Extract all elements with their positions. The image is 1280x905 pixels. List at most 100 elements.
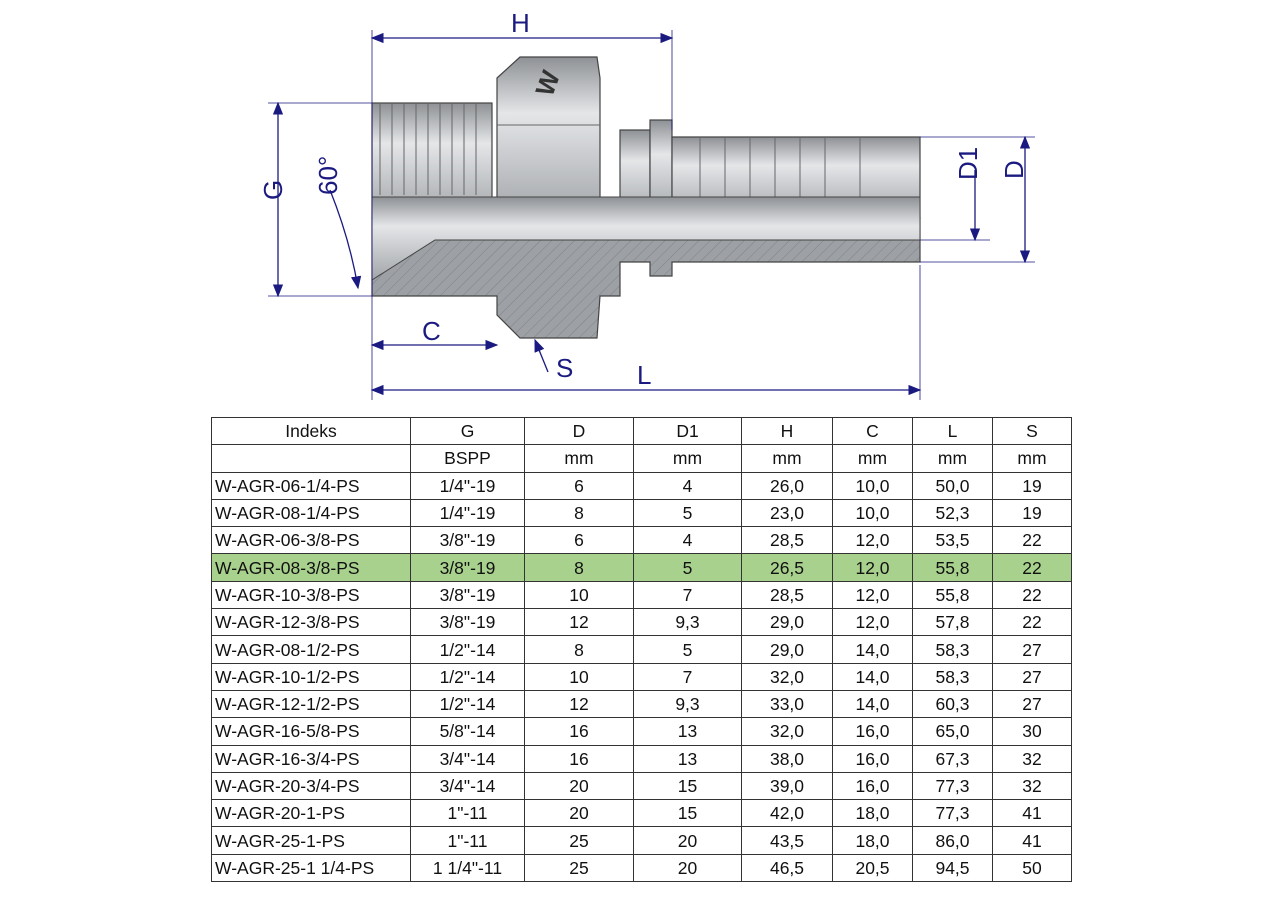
header-cell: H	[741, 416, 833, 446]
unit-cell: mm	[912, 444, 993, 473]
value-cell: 30	[992, 717, 1072, 746]
value-cell: 1/4"-19	[410, 498, 525, 528]
value-cell: 55,8	[912, 553, 993, 582]
value-cell: 77,3	[912, 799, 993, 828]
value-cell: 43,5	[741, 826, 833, 855]
value-cell: 86,0	[912, 826, 993, 855]
value-cell: 12,0	[832, 553, 913, 582]
value-cell: 19	[992, 471, 1072, 500]
value-cell: 3/8"-19	[410, 608, 525, 637]
value-cell: 22	[992, 608, 1072, 637]
unit-cell: mm	[524, 444, 634, 473]
header-cell: S	[992, 416, 1072, 446]
value-cell: 39,0	[741, 771, 833, 801]
value-cell: 38,0	[741, 744, 833, 773]
value-cell: 22	[992, 553, 1072, 582]
value-cell: 18,0	[832, 826, 913, 855]
value-cell: 12	[524, 608, 634, 637]
value-cell: 6	[524, 471, 634, 500]
index-cell: W-AGR-10-1/2-PS	[211, 662, 411, 691]
value-cell: 32,0	[741, 662, 833, 691]
value-cell: 27	[992, 662, 1072, 691]
value-cell: 33,0	[741, 689, 833, 719]
unit-cell: mm	[832, 444, 913, 473]
units-row: BSPP mm mm mm mm mm mm	[211, 444, 1072, 473]
value-cell: 3/8"-19	[410, 580, 525, 610]
value-cell: 5	[633, 553, 742, 582]
unit-cell: mm	[992, 444, 1072, 473]
value-cell: 1/4"-19	[410, 471, 525, 500]
label-D1: D1	[953, 147, 983, 180]
index-cell: W-AGR-16-3/4-PS	[211, 744, 411, 773]
value-cell: 16	[524, 717, 634, 746]
index-cell: W-AGR-20-3/4-PS	[211, 771, 411, 801]
header-cell: C	[832, 416, 913, 446]
value-cell: 22	[992, 580, 1072, 610]
index-cell: W-AGR-16-5/8-PS	[211, 717, 411, 746]
index-cell: W-AGR-12-1/2-PS	[211, 689, 411, 719]
value-cell: 46,5	[741, 853, 833, 883]
fitting-body-section	[371, 217, 921, 339]
header-row: Indeks G D D1 H C L S	[211, 416, 1072, 446]
value-cell: 50,0	[912, 471, 993, 500]
value-cell: 1"-11	[410, 799, 525, 828]
index-cell: W-AGR-20-1-PS	[211, 799, 411, 828]
label-C: C	[422, 316, 441, 346]
value-cell: 16,0	[832, 744, 913, 773]
value-cell: 58,3	[912, 662, 993, 691]
value-cell: 1/2"-14	[410, 662, 525, 691]
value-cell: 1 1/4"-11	[410, 853, 525, 883]
value-cell: 20,5	[832, 853, 913, 883]
index-cell: W-AGR-25-1-PS	[211, 826, 411, 855]
value-cell: 41	[992, 799, 1072, 828]
value-cell: 9,3	[633, 689, 742, 719]
header-cell: D	[524, 416, 634, 446]
value-cell: 27	[992, 689, 1072, 719]
label-H: H	[511, 8, 530, 38]
unit-cell: mm	[633, 444, 742, 473]
value-cell: 94,5	[912, 853, 993, 883]
label-L: L	[637, 360, 651, 390]
value-cell: 32	[992, 744, 1072, 773]
index-cell: W-AGR-10-3/8-PS	[211, 580, 411, 610]
value-cell: 14,0	[832, 662, 913, 691]
index-cell: W-AGR-08-1/2-PS	[211, 635, 411, 664]
value-cell: 1/2"-14	[410, 635, 525, 664]
value-cell: 4	[633, 471, 742, 500]
unit-cell: mm	[741, 444, 833, 473]
value-cell: 52,3	[912, 498, 993, 528]
value-cell: 12	[524, 689, 634, 719]
value-cell: 16,0	[832, 717, 913, 746]
value-cell: 7	[633, 662, 742, 691]
value-cell: 8	[524, 553, 634, 582]
value-cell: 3/4"-14	[410, 771, 525, 801]
index-cell: W-AGR-06-3/8-PS	[211, 526, 411, 555]
value-cell: 12,0	[832, 580, 913, 610]
value-cell: 10,0	[832, 471, 913, 500]
value-cell: 42,0	[741, 799, 833, 828]
value-cell: 16,0	[832, 771, 913, 801]
value-cell: 23,0	[741, 498, 833, 528]
value-cell: 20	[633, 853, 742, 883]
value-cell: 8	[524, 498, 634, 528]
value-cell: 4	[633, 526, 742, 555]
value-cell: 57,8	[912, 608, 993, 637]
value-cell: 13	[633, 717, 742, 746]
value-cell: 60,3	[912, 689, 993, 719]
value-cell: 41	[992, 826, 1072, 855]
value-cell: 14,0	[832, 689, 913, 719]
value-cell: 12,0	[832, 526, 913, 555]
value-cell: 15	[633, 799, 742, 828]
label-G: G	[258, 180, 288, 200]
